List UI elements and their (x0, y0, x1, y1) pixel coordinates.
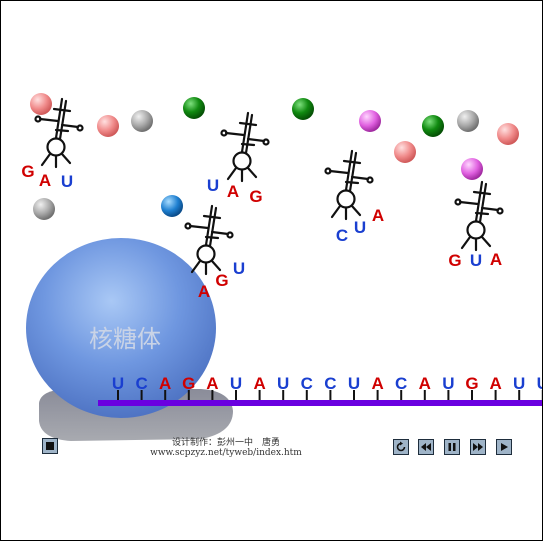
amino-acid-pink (30, 93, 52, 115)
amino-acid-green (422, 115, 444, 137)
amino-acid-pink (497, 123, 519, 145)
mrna-base: A (253, 374, 265, 393)
amino-acid-gray (457, 110, 479, 132)
amino-acid-gray (33, 198, 55, 220)
play-button[interactable] (496, 439, 512, 455)
anticodon-base: A (198, 282, 210, 301)
anticodon-base: U (233, 259, 245, 278)
mrna-base: A (206, 374, 218, 393)
mrna-base: U (442, 374, 454, 393)
anticodon-base: U (61, 172, 73, 191)
anticodon-base: U (354, 218, 366, 237)
mrna-base: C (135, 374, 147, 393)
mrna-base: U (513, 374, 525, 393)
play-icon (501, 443, 508, 451)
mrna-base: A (371, 374, 383, 393)
credit-author: 设计制作：彭州一中 唐勇 (171, 438, 280, 448)
trna-cloverleaf (184, 204, 234, 276)
mrna-base: U (112, 374, 124, 393)
mrna-base: C (324, 374, 336, 393)
mrna-base: C (301, 374, 313, 393)
ribosome-large-subunit (26, 238, 216, 418)
amino-acid-pink (97, 115, 119, 137)
amino-acid-gray (131, 110, 153, 132)
mrna-base: U (230, 374, 242, 393)
mrna-base: G (182, 374, 195, 393)
fast-forward-button[interactable] (470, 439, 486, 455)
anticodon-base: A (227, 182, 239, 201)
trna-cloverleaf (34, 97, 84, 169)
mrna-strand: UCAGAUAUCCUACAUGAUU (98, 374, 543, 406)
rewind-button[interactable] (418, 439, 434, 455)
anticodon-base: G (215, 271, 228, 290)
anticodon-base: A (490, 250, 502, 269)
anticodon-base: G (249, 187, 262, 206)
mrna-base: U (277, 374, 289, 393)
mrna-base: C (395, 374, 407, 393)
replay-icon (396, 441, 406, 452)
anticodon-base: C (336, 226, 348, 245)
amino-acid-green (183, 97, 205, 119)
mrna-backbone (98, 400, 542, 406)
mrna-base: U (348, 374, 360, 393)
stop-button[interactable] (42, 438, 58, 454)
stop-icon (46, 442, 54, 450)
replay-button[interactable] (393, 439, 409, 455)
mrna-base: A (419, 374, 431, 393)
amino-acid-pink (394, 141, 416, 163)
credit-url: www.scpzyz.net/tyweb/index.htm (150, 448, 302, 458)
trna-cloverleaf (454, 180, 504, 252)
amino-acid-blue (161, 195, 183, 217)
ribosome-label: 核糖体 (89, 325, 161, 353)
amino-acid-magenta (461, 158, 483, 180)
trna-cloverleaf (220, 111, 270, 183)
trna-cloverleaf (324, 149, 374, 221)
anticodon-base: A (372, 206, 384, 225)
trna-molecule: AGU (184, 204, 245, 301)
anticodon-base: U (470, 251, 482, 270)
amino-acid-group (30, 93, 519, 220)
anticodon-base: U (207, 176, 219, 195)
rewind-icon (421, 443, 431, 451)
anticodon-base: A (39, 171, 51, 190)
amino-acid-green (292, 98, 314, 120)
ribosome: 核糖体 (26, 238, 233, 441)
pause-icon (448, 443, 456, 451)
anticodon-base: G (448, 251, 461, 270)
anticodon-base: G (21, 162, 34, 181)
mrna-base: A (489, 374, 501, 393)
pause-button[interactable] (444, 439, 460, 455)
mrna-base: A (159, 374, 171, 393)
fast-forward-icon (473, 443, 483, 451)
mrna-base: G (465, 374, 478, 393)
mrna-base: U (537, 374, 543, 393)
amino-acid-magenta (359, 110, 381, 132)
